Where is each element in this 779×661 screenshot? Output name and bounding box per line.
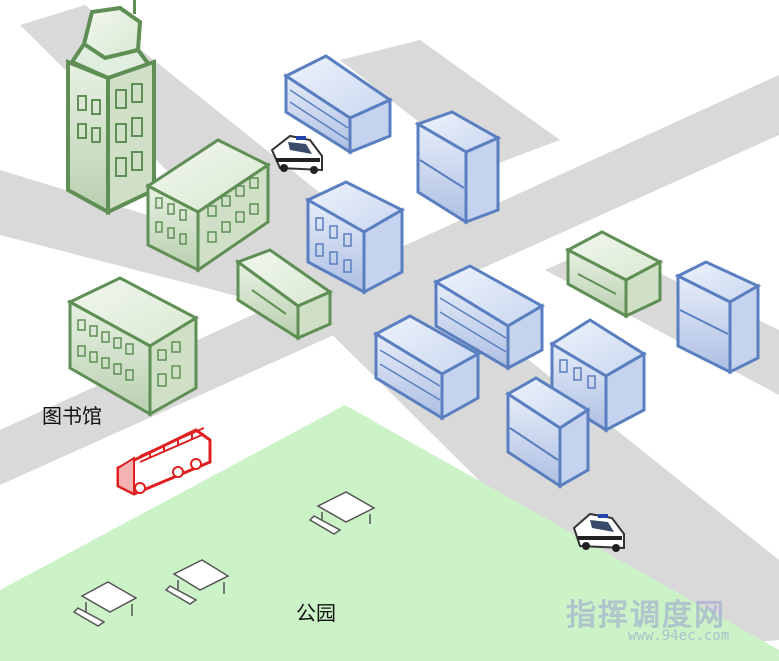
office-building-icon xyxy=(372,314,482,421)
fire-truck-icon xyxy=(116,427,212,496)
office-building-icon xyxy=(549,318,647,433)
library-building-icon xyxy=(66,276,200,417)
office-building-icon xyxy=(414,110,502,225)
watermark-title: 指挥调度网 xyxy=(566,598,726,633)
picnic-table-icon xyxy=(72,581,138,627)
park-label: 公园 xyxy=(296,601,336,625)
police-car-icon xyxy=(270,134,323,174)
office-building-icon xyxy=(505,376,591,489)
picnic-table-icon xyxy=(164,559,230,605)
office-building-icon xyxy=(282,54,394,155)
picnic-table-icon xyxy=(308,491,376,535)
library-label: 图书馆 xyxy=(42,404,102,428)
watermark-url: www.94ec.com xyxy=(628,628,730,644)
office-building-icon xyxy=(145,138,271,273)
park-area xyxy=(0,405,779,661)
police-car-icon xyxy=(572,512,625,552)
office-building-icon xyxy=(674,260,762,375)
office-building-icon xyxy=(304,180,406,295)
office-building-icon xyxy=(234,248,334,341)
office-building-icon xyxy=(564,230,664,319)
control-tower-icon xyxy=(66,0,156,216)
road-diagonal-upper xyxy=(340,40,560,170)
office-building-icon xyxy=(432,264,546,371)
